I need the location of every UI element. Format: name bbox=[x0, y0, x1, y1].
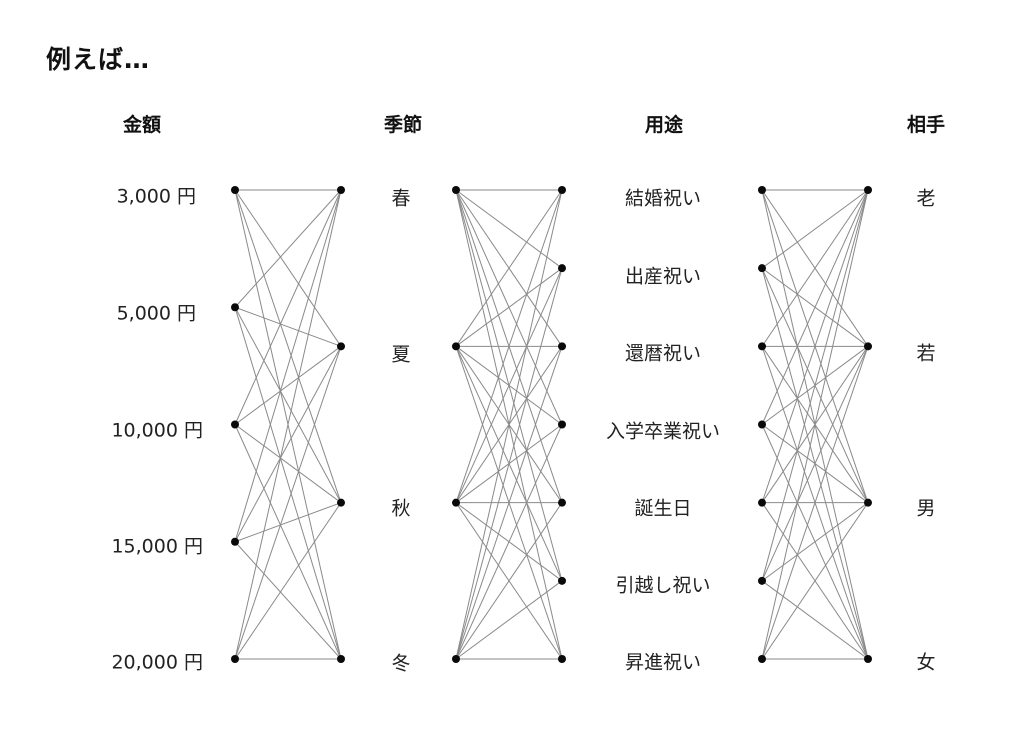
edge-amount-4-season-0 bbox=[234, 189, 342, 660]
node-purpose-6 bbox=[758, 655, 766, 663]
node-season-2 bbox=[337, 498, 345, 507]
edge-amount-1-season-2 bbox=[234, 307, 342, 503]
node-purpose-5 bbox=[758, 576, 766, 585]
node-purpose-5 bbox=[558, 576, 566, 585]
purpose-label: 出産祝い bbox=[624, 265, 702, 288]
node-season-3 bbox=[452, 655, 460, 663]
edge-purpose-5-recipient-1 bbox=[761, 346, 869, 582]
edge-season-3-purpose-1 bbox=[455, 268, 563, 660]
edge-amount-2-season-0 bbox=[234, 189, 342, 425]
node-purpose-3 bbox=[558, 420, 566, 429]
edge-season-3-purpose-4 bbox=[455, 502, 563, 660]
node-recipient-0 bbox=[864, 186, 872, 194]
node-amount-1 bbox=[231, 303, 239, 312]
edge-purpose-3-recipient-0 bbox=[761, 189, 869, 425]
node-purpose-4 bbox=[558, 498, 566, 507]
edge-purpose-5-recipient-0 bbox=[761, 189, 869, 581]
node-purpose-2 bbox=[758, 342, 766, 351]
purpose-label: 誕生日 bbox=[634, 497, 692, 520]
purpose-label: 結婚祝い bbox=[624, 187, 702, 210]
node-purpose-0 bbox=[558, 186, 566, 194]
node-amount-0 bbox=[231, 186, 239, 194]
recipient-label: 若 bbox=[916, 342, 936, 365]
season-label: 冬 bbox=[391, 652, 411, 675]
node-purpose-6 bbox=[558, 655, 566, 663]
edges-layer bbox=[234, 189, 869, 660]
column-header-recipient: 相手 bbox=[906, 114, 946, 136]
edge-amount-3-season-0 bbox=[234, 189, 342, 542]
purpose-label: 入学卒業祝い bbox=[605, 420, 721, 443]
edge-amount-0-season-2 bbox=[234, 189, 342, 503]
edge-season-1-purpose-0 bbox=[455, 189, 563, 347]
edge-season-1-purpose-1 bbox=[455, 267, 563, 347]
edge-purpose-6-recipient-2 bbox=[761, 502, 869, 660]
column-header-season: 季節 bbox=[383, 114, 423, 136]
edge-season-3-purpose-3 bbox=[455, 424, 563, 660]
purpose-label: 還暦祝い bbox=[624, 342, 702, 365]
edge-season-3-purpose-5 bbox=[455, 580, 563, 660]
amount-label: 15,000 円 bbox=[111, 535, 203, 558]
amount-label: 3,000 円 bbox=[116, 185, 196, 208]
amount-label: 20,000 円 bbox=[111, 651, 203, 674]
node-amount-2 bbox=[231, 420, 239, 429]
node-recipient-3 bbox=[864, 655, 872, 663]
edge-purpose-2-recipient-0 bbox=[761, 189, 869, 347]
season-label: 夏 bbox=[391, 343, 411, 366]
amount-label: 5,000 円 bbox=[116, 302, 196, 325]
edge-amount-1-season-1 bbox=[234, 306, 342, 347]
node-purpose-0 bbox=[758, 186, 766, 194]
season-label: 春 bbox=[391, 187, 411, 210]
edge-amount-2-season-2 bbox=[234, 424, 342, 504]
recipient-label: 女 bbox=[916, 651, 936, 674]
node-purpose-3 bbox=[758, 420, 766, 429]
edge-purpose-6-recipient-1 bbox=[761, 346, 869, 660]
node-season-3 bbox=[337, 655, 345, 663]
purpose-label: 昇進祝い bbox=[624, 651, 702, 674]
amount-label: 10,000 円 bbox=[111, 419, 203, 442]
page-title: 例えば… bbox=[46, 45, 151, 74]
node-season-0 bbox=[452, 186, 460, 194]
node-season-0 bbox=[337, 186, 345, 194]
edge-purpose-4-recipient-0 bbox=[761, 189, 869, 503]
edge-purpose-1-recipient-0 bbox=[761, 189, 869, 269]
node-season-1 bbox=[452, 342, 460, 351]
nodes-layer bbox=[231, 186, 872, 663]
edge-purpose-6-recipient-0 bbox=[761, 189, 869, 660]
edge-season-0-purpose-1 bbox=[455, 189, 563, 269]
node-purpose-1 bbox=[758, 264, 766, 273]
edge-amount-3-season-3 bbox=[234, 541, 342, 660]
edge-purpose-5-recipient-2 bbox=[761, 502, 869, 582]
edge-amount-1-season-3 bbox=[234, 307, 342, 660]
node-season-1 bbox=[337, 342, 345, 351]
edge-amount-1-season-0 bbox=[234, 189, 342, 308]
node-purpose-2 bbox=[558, 342, 566, 351]
edge-amount-2-season-3 bbox=[234, 424, 342, 660]
recipient-label: 男 bbox=[916, 497, 936, 520]
purpose-label: 引越し祝い bbox=[615, 574, 711, 597]
node-recipient-1 bbox=[864, 342, 872, 351]
season-label: 秋 bbox=[391, 497, 411, 520]
edge-amount-2-season-1 bbox=[234, 345, 342, 425]
edge-amount-4-season-1 bbox=[234, 346, 342, 660]
edge-season-3-purpose-2 bbox=[455, 346, 563, 660]
edge-purpose-5-recipient-3 bbox=[761, 580, 869, 660]
edge-season-2-purpose-1 bbox=[455, 267, 563, 503]
edge-season-2-purpose-0 bbox=[455, 189, 563, 503]
edge-season-3-purpose-0 bbox=[455, 189, 563, 660]
node-purpose-1 bbox=[558, 264, 566, 273]
column-header-amount: 金額 bbox=[122, 114, 162, 136]
column-header-purpose: 用途 bbox=[644, 114, 684, 136]
edge-amount-4-season-2 bbox=[234, 502, 342, 660]
node-season-2 bbox=[452, 498, 460, 507]
recipient-label: 老 bbox=[916, 187, 936, 210]
edge-amount-3-season-2 bbox=[234, 502, 342, 543]
node-recipient-2 bbox=[864, 498, 872, 507]
node-amount-3 bbox=[231, 537, 239, 546]
node-amount-4 bbox=[231, 655, 239, 663]
node-purpose-4 bbox=[758, 498, 766, 507]
edge-amount-3-season-1 bbox=[234, 346, 342, 542]
edge-amount-0-season-1 bbox=[234, 189, 342, 347]
